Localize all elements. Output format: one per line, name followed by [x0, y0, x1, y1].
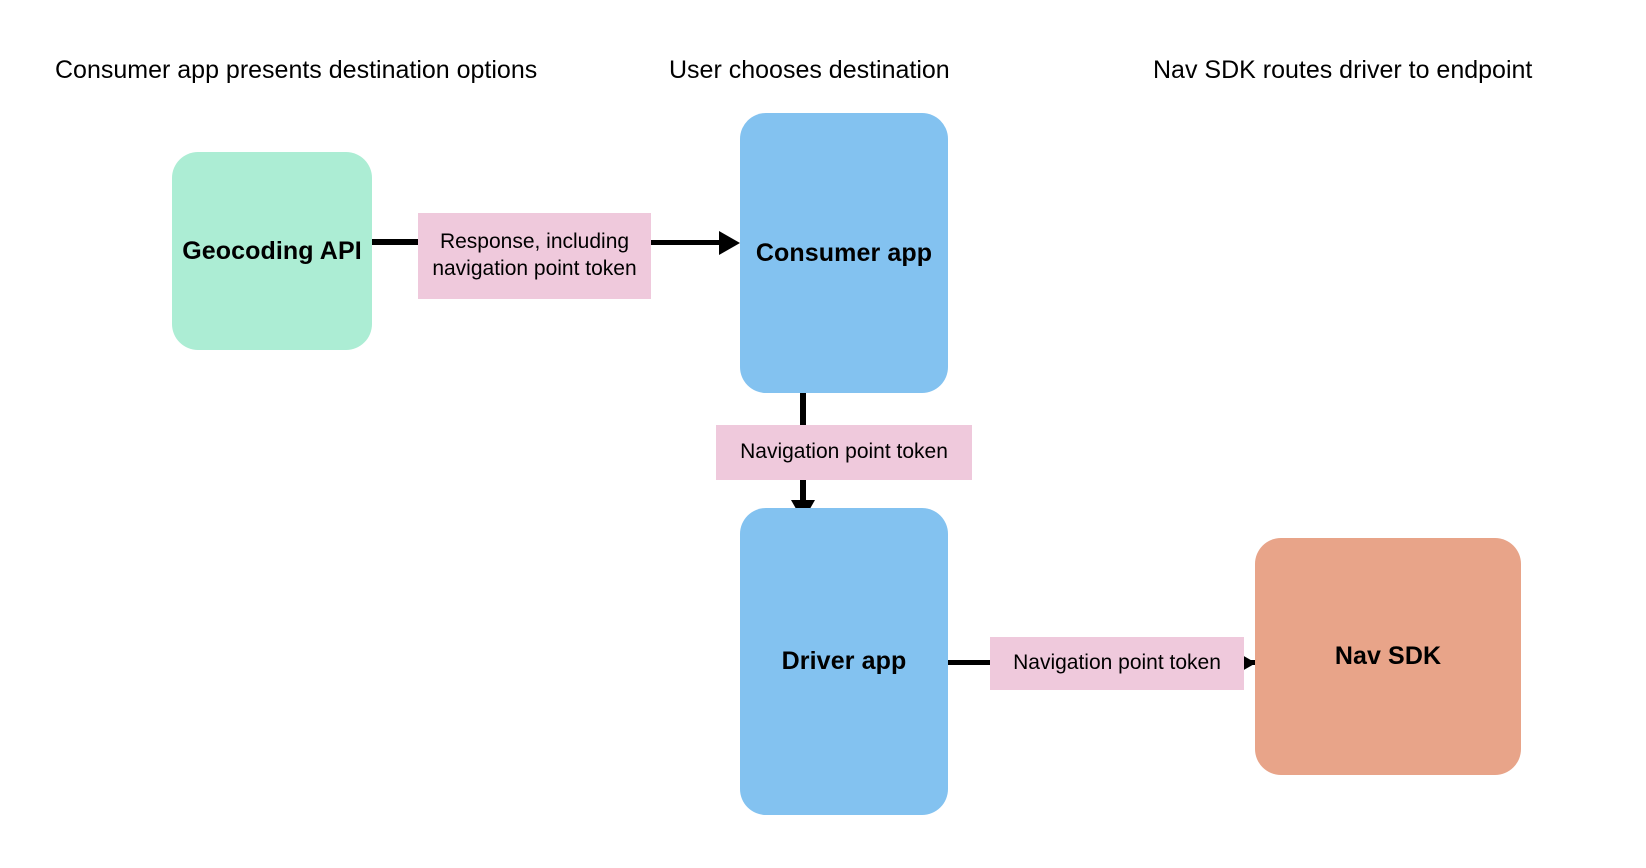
node-nav-sdk-label: Nav SDK [1334, 642, 1442, 670]
connector-consumer-to-label [800, 390, 806, 430]
node-driver-app-label: Driver app [781, 647, 907, 675]
node-consumer-app[interactable]: Consumer app [740, 113, 948, 393]
edge-label-geocoding-to-consumer: Response, including navigation point tok… [418, 213, 651, 299]
edge-label-geocoding-to-consumer-text: Response, including navigation point tok… [432, 230, 637, 280]
node-driver-app[interactable]: Driver app [740, 508, 948, 815]
connector-geocoding-to-label [370, 239, 422, 245]
edge-label-consumer-to-driver: Navigation point token [716, 425, 972, 480]
connector-label-to-driver [800, 476, 806, 504]
column-header-consumer-app: Consumer app presents destination option… [55, 56, 538, 84]
column-header-user-chooses: User chooses destination [669, 56, 950, 84]
column-header-nav-sdk: Nav SDK routes driver to endpoint [1153, 56, 1533, 84]
edge-label-driver-to-navsdk-text: Navigation point token [1013, 651, 1221, 675]
connector-driver-to-label [946, 660, 994, 665]
node-geocoding-api-label: Geocoding API [182, 236, 362, 265]
edge-label-consumer-to-driver-text: Navigation point token [740, 440, 948, 464]
arrowhead-to-consumer-app [719, 231, 740, 255]
node-geocoding-api[interactable]: Geocoding API [172, 152, 372, 350]
connector-label-to-consumer [648, 240, 723, 245]
node-nav-sdk[interactable]: Nav SDK [1255, 538, 1521, 775]
node-consumer-app-label: Consumer app [755, 238, 933, 267]
edge-label-driver-to-navsdk: Navigation point token [990, 637, 1244, 690]
